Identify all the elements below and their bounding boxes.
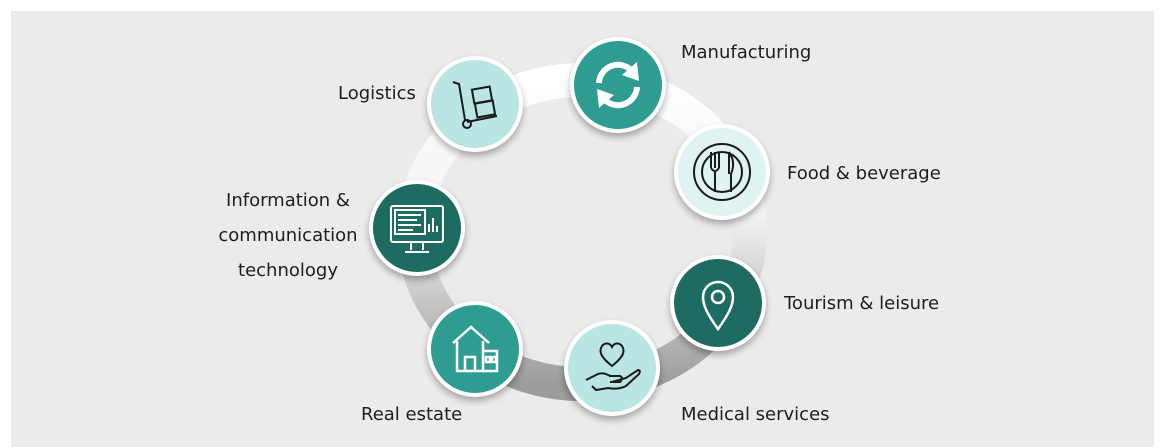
logistics-node [427, 56, 523, 152]
tourism-leisure-label: Tourism & leisure [784, 293, 940, 314]
logistics-label: Logistics [338, 83, 416, 104]
ict-node [369, 180, 465, 276]
medical-services-label: Medical services [681, 404, 830, 425]
recycle-arrows-icon [596, 61, 640, 109]
hand-heart-icon [585, 342, 641, 392]
food-beverage-label: Food & beverage [787, 163, 941, 184]
real-estate-node [427, 301, 523, 397]
manufacturing-node [570, 37, 666, 133]
computer-monitor-icon [390, 205, 444, 253]
tourism-leisure-node [670, 255, 766, 351]
hand-truck-icon [452, 81, 498, 129]
location-pin-icon [701, 280, 735, 332]
food-beverage-node [674, 124, 770, 220]
medical-services-node [564, 320, 660, 416]
house-icon [452, 325, 499, 373]
manufacturing-label: Manufacturing [681, 42, 812, 63]
real-estate-label: Real estate [361, 404, 463, 425]
plate-fork-knife-icon [693, 143, 751, 201]
ict-label: Information & communication technology [218, 190, 358, 281]
